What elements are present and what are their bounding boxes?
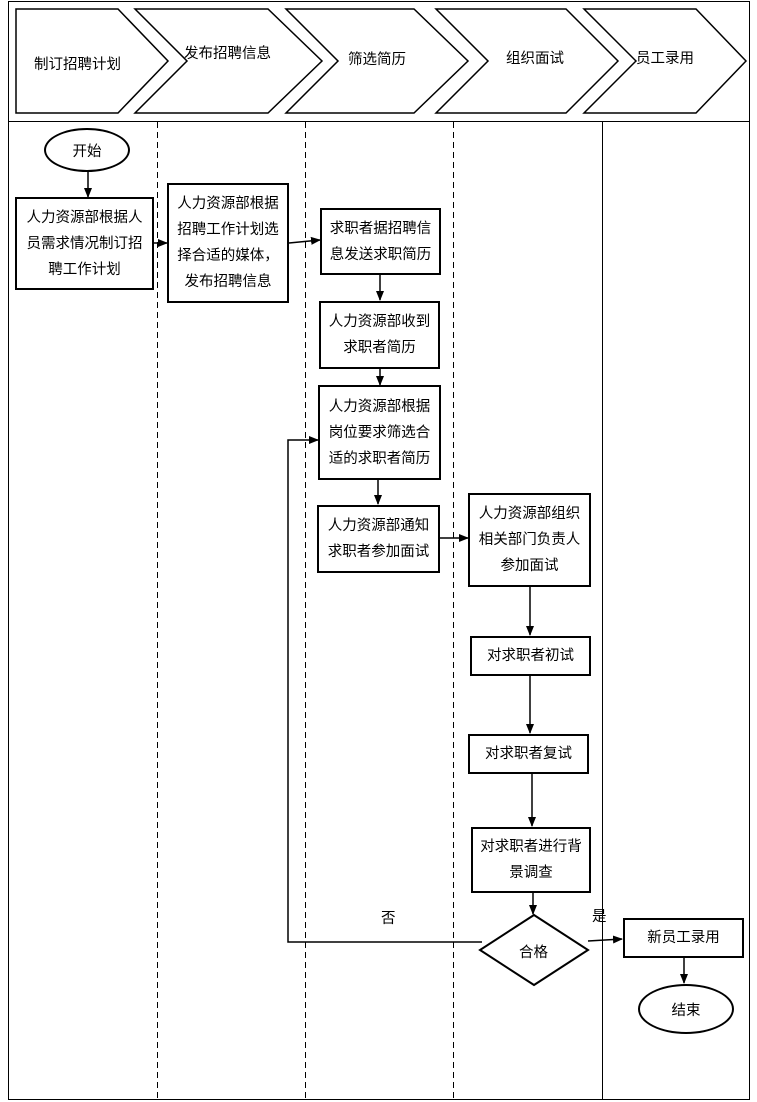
end-node: 结束: [638, 984, 734, 1034]
lane-label-publish: 发布招聘信息: [184, 46, 271, 62]
publish-box: 人力资源部根据招聘工作计划选择合适的媒体，发布招聘信息: [167, 183, 289, 303]
edge-decision-yes: [587, 935, 623, 944]
lane-label-screen: 筛选简历: [348, 52, 406, 68]
send-resume-box: 求职者据招聘信息发送求职简历: [320, 208, 441, 275]
decision-label: 合格: [519, 945, 548, 961]
lane-label-hire: 员工录用: [636, 51, 694, 67]
edge-label-yes: 是: [592, 909, 607, 925]
lane-header-3-shape: [284, 8, 470, 114]
hire-box: 新员工录用: [623, 918, 744, 958]
receive-resume-box: 人力资源部收到求职者简历: [319, 301, 440, 369]
outer-frame: [8, 1, 750, 1100]
edge-publish-send: [288, 236, 321, 245]
second-interview-box: 对求职者复试: [468, 734, 589, 774]
lane-label-interview: 组织面试: [506, 51, 564, 67]
screen-resume-box: 人力资源部根据岗位要求筛选合适的求职者简历: [318, 385, 441, 480]
decision-diamond: [478, 913, 590, 987]
lane-header-2-shape: [133, 8, 324, 114]
first-interview-box: 对求职者初试: [470, 636, 591, 676]
lane-label-plan: 制订招聘计划: [34, 57, 121, 73]
lane-header-4-shape: [434, 8, 620, 114]
background-check-box: 对求职者进行背景调查: [471, 827, 591, 893]
edge-decision-no: [287, 436, 482, 943]
start-node: 开始: [44, 128, 130, 172]
lane-header-5-shape: [582, 8, 748, 114]
lane-header-1-shape: [15, 8, 170, 114]
organize-interview-box: 人力资源部组织相关部门负责人参加面试: [468, 493, 591, 587]
notify-box: 人力资源部通知求职者参加面试: [317, 505, 440, 573]
make-plan-box: 人力资源部根据人员需求情况制订招聘工作计划: [15, 197, 154, 290]
edge-label-no: 否: [381, 911, 396, 927]
